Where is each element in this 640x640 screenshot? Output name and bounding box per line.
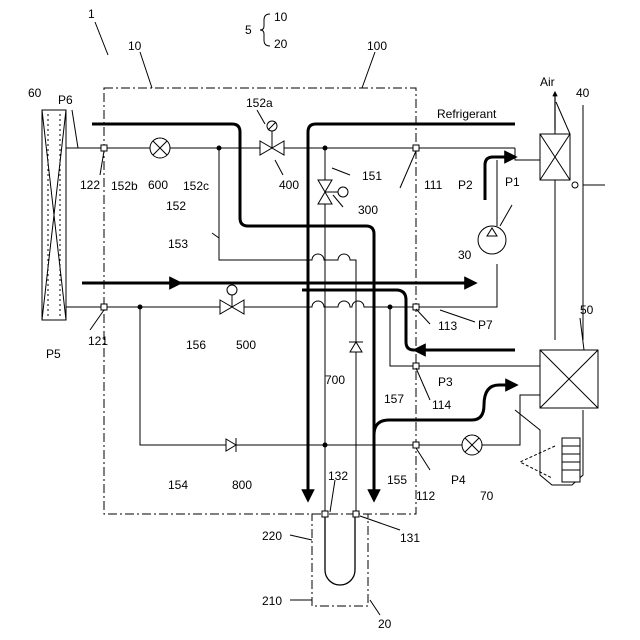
label-p4: P4 bbox=[451, 473, 466, 487]
label-air: Air bbox=[540, 75, 555, 89]
pipe-network bbox=[60, 105, 605, 514]
solenoid-valve-500 bbox=[220, 285, 244, 314]
louvre-icon bbox=[520, 438, 580, 482]
label-port-121: 121 bbox=[88, 334, 108, 348]
label-pipe-152c: 152c bbox=[183, 179, 209, 193]
labels: 1 5 10 20 10 100 60 P6 Air 40 Refrigeran… bbox=[28, 7, 594, 631]
solenoid-valve-400 bbox=[260, 121, 284, 155]
junction-dots bbox=[138, 146, 393, 448]
label-p5: P5 bbox=[46, 347, 61, 361]
label-p1: P1 bbox=[505, 175, 520, 189]
label-valve-400: 400 bbox=[279, 178, 299, 192]
label-valve-70: 70 bbox=[480, 489, 494, 503]
label-pipe-151: 151 bbox=[362, 169, 382, 183]
label-pipe-155: 155 bbox=[387, 473, 407, 487]
label-system: 1 bbox=[88, 7, 95, 21]
label-p7: P7 bbox=[478, 318, 493, 332]
label-port-113: 113 bbox=[438, 319, 457, 333]
label-pipe-153: 153 bbox=[168, 237, 188, 251]
label-p6: P6 bbox=[58, 93, 73, 107]
label-hx-50: 50 bbox=[580, 303, 594, 317]
label-pipe-152: 152 bbox=[166, 199, 186, 213]
label-pipe-154: 154 bbox=[168, 478, 188, 492]
label-port-111: 111 bbox=[424, 178, 443, 192]
label-tank-20: 20 bbox=[378, 617, 392, 631]
pump-30 bbox=[478, 226, 506, 254]
label-pipe-152b: 152b bbox=[111, 179, 138, 193]
label-p2: P2 bbox=[458, 178, 473, 192]
label-hx-60: 60 bbox=[28, 86, 42, 100]
label-refrigerant: Refrigerant bbox=[437, 107, 497, 121]
check-valve-700 bbox=[349, 342, 363, 352]
label-port-131: 131 bbox=[400, 531, 420, 545]
label-group-b: 20 bbox=[274, 37, 288, 51]
label-tank-210: 210 bbox=[262, 594, 282, 608]
expansion-valve-600 bbox=[150, 138, 170, 158]
accumulator-tank bbox=[325, 514, 355, 585]
check-valve-800 bbox=[226, 438, 236, 452]
label-tank-220: 220 bbox=[262, 529, 282, 543]
label-pump-30: 30 bbox=[458, 248, 472, 262]
label-valve-152a: 152a bbox=[246, 96, 273, 110]
label-port-122: 122 bbox=[80, 178, 100, 192]
label-p3: P3 bbox=[438, 375, 453, 389]
label-module-10: 10 bbox=[128, 39, 142, 53]
label-valve-500: 500 bbox=[236, 338, 256, 352]
label-module-100: 100 bbox=[367, 39, 387, 53]
label-port-114: 114 bbox=[432, 398, 451, 412]
label-valve-600: 600 bbox=[148, 178, 168, 192]
expansion-valve-70 bbox=[462, 435, 482, 455]
label-pipe-157: 157 bbox=[384, 392, 404, 406]
label-port-132: 132 bbox=[328, 469, 348, 483]
label-hx-40: 40 bbox=[576, 86, 590, 100]
label-port-112: 112 bbox=[416, 489, 435, 503]
label-group: 5 bbox=[245, 23, 252, 37]
ports bbox=[101, 145, 419, 517]
label-pipe-156: 156 bbox=[186, 338, 206, 352]
heat-exchanger-60 bbox=[42, 110, 66, 320]
tank-boundary bbox=[312, 514, 368, 606]
heat-exchanger-50 bbox=[540, 350, 598, 408]
label-check-800: 800 bbox=[232, 478, 252, 492]
label-valve-300: 300 bbox=[358, 203, 378, 217]
label-check-700: 700 bbox=[325, 373, 345, 387]
label-group-a: 10 bbox=[274, 10, 288, 24]
solenoid-valve-300 bbox=[318, 180, 348, 204]
leader-lines bbox=[72, 14, 584, 615]
heat-exchanger-40 bbox=[540, 134, 578, 188]
